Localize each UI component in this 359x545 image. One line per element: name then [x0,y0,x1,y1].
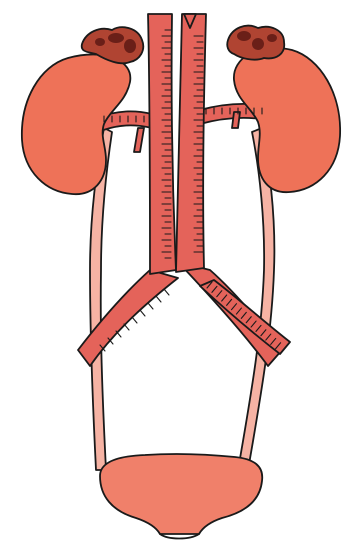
small-vessel-left [134,128,144,152]
urinary-bladder [100,454,262,534]
vessel-tick [132,317,137,323]
right-kidney [234,48,340,192]
vena-cava [176,14,206,272]
small-vessel-right [232,112,240,128]
vessel-tick [164,289,169,295]
vessel-tick [156,296,161,302]
vessel-tick [124,324,129,330]
vessel-tick [140,310,145,316]
vessel-tick [148,303,153,309]
